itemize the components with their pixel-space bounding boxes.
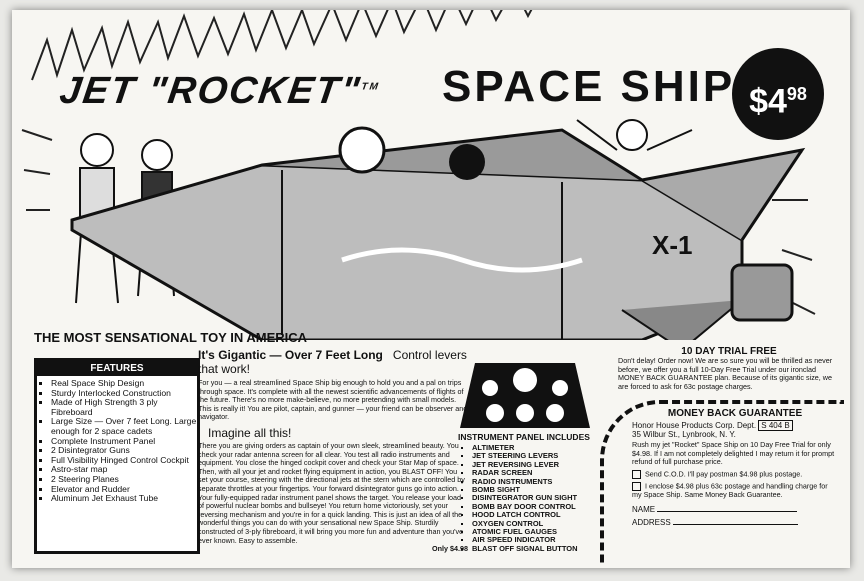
coupon-content: MONEY BACK GUARANTEE Honor House Product… [632, 408, 838, 527]
features-title: FEATURES [37, 361, 197, 376]
instrument-item: JET STEERING LEVERS [472, 451, 618, 460]
price-badge: $498 [732, 48, 824, 140]
enclose-option: I enclose $4.98 plus 63c postage and han… [632, 481, 828, 499]
price-dollars: $4 [749, 82, 787, 121]
instrument-panel-title: INSTRUMENT PANEL INCLUDES [458, 432, 590, 442]
instrument-list: ALTIMETER JET STEERING LEVERS JET REVERS… [458, 443, 618, 553]
company-address: 35 Wilbur St., Lynbrook, N. Y. [632, 430, 736, 439]
feature-item: Sturdy Interlocked Construction [51, 388, 197, 399]
name-field[interactable] [657, 511, 798, 513]
coupon-title: MONEY BACK GUARANTEE [667, 408, 803, 419]
rocket-ship-illustration [70, 119, 806, 340]
trial-text: Don't delay! Order now! We are so sure y… [618, 356, 833, 391]
instrument-item: OXYGEN CONTROL [472, 519, 618, 528]
story-text: There you are giving orders as captain o… [198, 440, 465, 545]
trial-title: 10 DAY TRIAL FREE [681, 346, 777, 357]
feature-item: Real Space Ship Design [51, 378, 197, 389]
instrument-item: BOMB BAY DOOR CONTROL [472, 502, 618, 511]
only-price: Only $4.98 [432, 544, 468, 554]
title-space-ship: SPACE SHIP! [442, 62, 753, 111]
trademark-mark: TM [360, 81, 381, 93]
name-label: NAME [632, 505, 656, 515]
instrument-item: ALTIMETER [472, 443, 618, 452]
feature-item: Elevator and Rudder [51, 484, 197, 495]
instrument-item: ATOMIC FUEL GAUGES [472, 527, 618, 536]
feature-item: Complete Instrument Panel [51, 436, 197, 447]
gigantic-subhead: It's Gigantic — Over 7 Feet Long [198, 348, 383, 362]
rush-text: Rush my jet "Rocket" Space Ship on 10 Da… [632, 440, 835, 467]
instrument-item: BOMB SIGHT [472, 485, 618, 494]
imagine-subhead: Imagine all this! [208, 425, 292, 440]
price-cents: 98 [786, 84, 807, 104]
instrument-item: DISINTEGRATOR GUN SIGHT [472, 494, 618, 503]
instrument-item: BLAST OFF SIGNAL BUTTON [472, 544, 618, 553]
instrument-item: JET REVERSING LEVER [472, 460, 618, 469]
cod-option: Send C.O.D. I'll pay postman $4.98 plus … [645, 469, 803, 479]
instrument-item: AIR SPEED INDICATOR [472, 536, 618, 545]
address-label: ADDRESS [632, 518, 671, 528]
title-jet: JET [57, 70, 139, 112]
title-jet-rocket: JET "ROCKET"TM [57, 70, 382, 113]
dept-code: S 404 B [758, 420, 793, 431]
address-field[interactable] [672, 524, 798, 526]
control-levers-subhead: Control levers that work! [198, 348, 467, 376]
cod-checkbox[interactable] [632, 469, 641, 479]
intro-text: For you — a real streamlined Space Ship … [198, 378, 468, 422]
feature-item: Made of High Strength 3 ply Fibreboard [51, 397, 197, 417]
features-box: FEATURES Real Space Ship Design Sturdy I… [34, 358, 200, 554]
order-coupon [600, 400, 844, 564]
feature-item: Large Size — Over 7 feet Long. Large eno… [51, 417, 197, 436]
body-copy: It's Gigantic — Over 7 Feet Long Control… [198, 348, 468, 554]
feature-item: Aluminum Jet Exhaust Tube [51, 494, 197, 504]
feature-item: 2 Steering Planes [51, 474, 197, 485]
trial-section: 10 DAY TRIAL FREE Don't delay! Order now… [618, 346, 840, 391]
company-name: Honor House Products Corp. Dept. [632, 421, 757, 430]
instrument-item: RADAR SCREEN [472, 468, 618, 477]
advertisement: JET "ROCKET"TM SPACE SHIP! $498 [12, 10, 850, 568]
feature-item: Full Visibility Hinged Control Cockpit [51, 455, 197, 466]
instrument-item: HOOD LATCH CONTROL [472, 510, 618, 519]
headline: THE MOST SENSATIONAL TOY IN AMERICA [34, 330, 308, 345]
title-rocket: "ROCKET" [145, 70, 364, 112]
instrument-panel-illustration [460, 363, 590, 428]
feature-item: 2 Disintegrator Guns [51, 446, 197, 456]
features-list: Real Space Ship Design Sturdy Interlocke… [51, 378, 197, 504]
feature-item: Astro-star map [51, 465, 197, 475]
instrument-panel-section: INSTRUMENT PANEL INCLUDES ALTIMETER JET … [458, 432, 618, 553]
ship-label: X-1 [652, 230, 693, 260]
instrument-item: RADIO INSTRUMENTS [472, 477, 618, 486]
